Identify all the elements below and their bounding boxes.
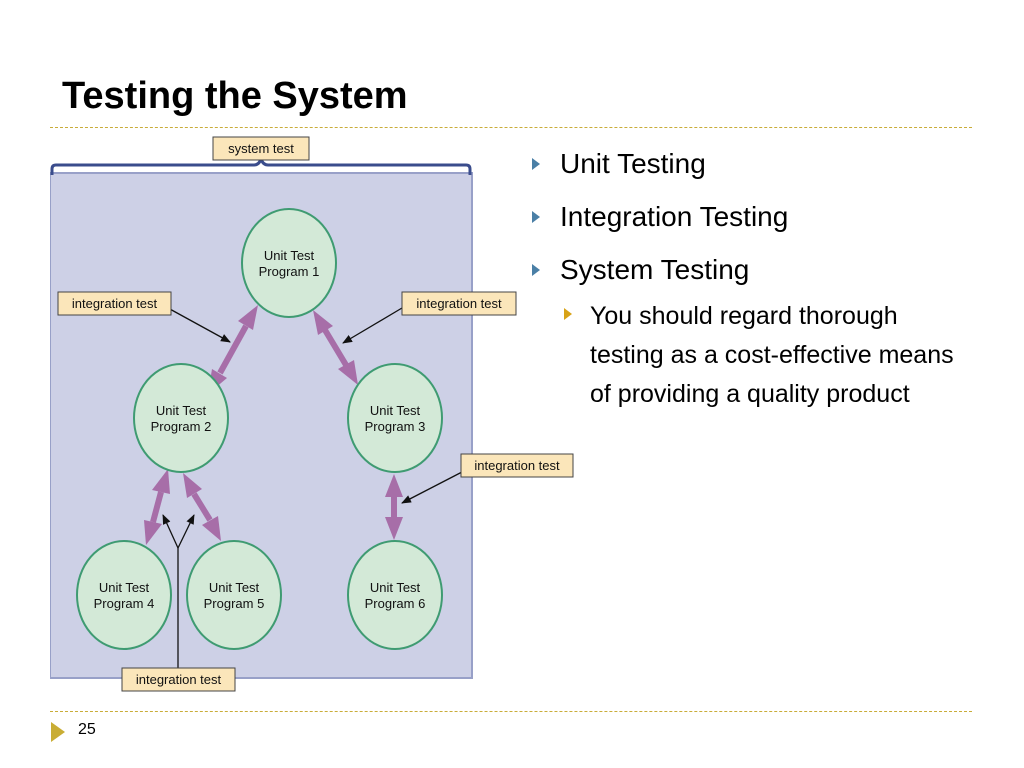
bottom-divider (50, 711, 972, 712)
sub-bullet-text: You should regard thorough testing as a … (590, 302, 954, 408)
bullet-text: Integration Testing (560, 201, 789, 232)
integration-test-text-middle: integration test (474, 458, 560, 473)
testing-diagram: Unit Test Program 1 Unit Test Program 2 … (50, 135, 575, 693)
unit-4-line1: Unit Test (99, 580, 150, 595)
sub-bullet-arrow-icon (564, 308, 572, 320)
integration-test-label-bottom: integration test (121, 667, 236, 692)
bullet-text: System Testing (560, 254, 750, 285)
unit-2-line1: Unit Test (156, 403, 207, 418)
bullet-arrow-icon (532, 211, 540, 223)
unit-5-line2: Program 5 (204, 596, 265, 611)
slide-title: Testing the System (62, 75, 408, 117)
pointer-integration-bottom (162, 514, 195, 670)
bullet-list: Unit Testing Integration Testing System … (530, 146, 970, 414)
integration-test-label-middle: integration test (460, 453, 574, 478)
relation-1-3 (313, 310, 358, 385)
integration-test-text-right: integration test (416, 296, 502, 311)
unit-test-node-5: Unit Test Program 5 (186, 540, 282, 650)
unit-5-line1: Unit Test (209, 580, 260, 595)
unit-1-line2: Program 1 (259, 264, 320, 279)
integration-test-text-left: integration test (72, 296, 158, 311)
unit-test-node-6: Unit Test Program 6 (347, 540, 443, 650)
bullet-text: Unit Testing (560, 148, 706, 179)
unit-test-node-3: Unit Test Program 3 (347, 363, 443, 473)
bullet-arrow-icon (532, 264, 540, 276)
bullet-item: System Testing (530, 252, 970, 288)
integration-test-label-right: integration test (401, 291, 517, 316)
pointer-integration-left (167, 307, 231, 343)
testing-diagram-svg: Unit Test Program 1 Unit Test Program 2 … (50, 136, 574, 692)
unit-3-line2: Program 3 (365, 419, 426, 434)
page-marker-icon (51, 722, 65, 742)
unit-2-line2: Program 2 (151, 419, 212, 434)
unit-1-line1: Unit Test (264, 248, 315, 263)
system-test-label: system test (212, 136, 310, 161)
unit-test-node-1: Unit Test Program 1 (241, 208, 337, 318)
bullet-arrow-icon (532, 158, 540, 170)
bullet-item: Unit Testing (530, 146, 970, 182)
pointer-integration-middle (401, 471, 463, 504)
sub-bullet-item: You should regard thorough testing as a … (530, 297, 970, 414)
page-number: 25 (78, 721, 96, 738)
unit-test-node-4: Unit Test Program 4 (76, 540, 172, 650)
bullet-item: Integration Testing (530, 199, 970, 235)
relation-2-5 (183, 473, 221, 541)
unit-6-line1: Unit Test (370, 580, 421, 595)
unit-4-line2: Program 4 (94, 596, 155, 611)
pointer-integration-right (342, 307, 403, 344)
top-divider (50, 127, 972, 128)
unit-test-node-2: Unit Test Program 2 (133, 363, 229, 473)
system-test-text: system test (228, 141, 294, 156)
relation-3-6 (385, 474, 403, 540)
integration-test-text-bottom: integration test (136, 672, 222, 687)
integration-test-label-left: integration test (57, 291, 172, 316)
unit-3-line1: Unit Test (370, 403, 421, 418)
unit-6-line2: Program 6 (365, 596, 426, 611)
relation-2-4 (144, 469, 170, 545)
